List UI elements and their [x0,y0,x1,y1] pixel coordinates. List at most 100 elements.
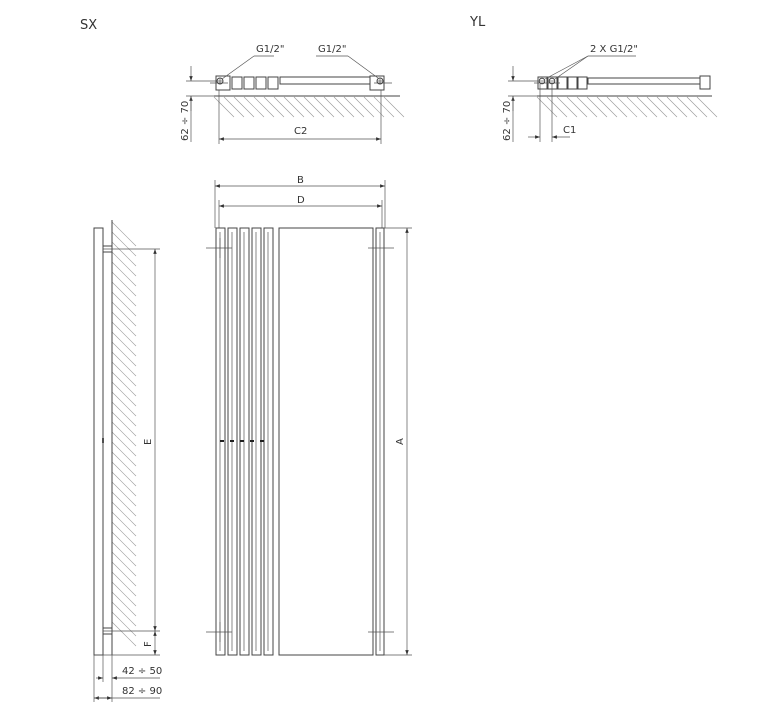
hatch-line [111,351,137,377]
hatch-line [111,591,137,617]
hatch-line [111,561,137,587]
hatch-line [353,96,375,118]
hatch-line [556,96,578,118]
hatch-line [111,461,137,487]
hatch-line [696,96,718,118]
hatch-line [111,291,137,317]
sx-inlet-right-icon [376,77,384,85]
hatch-line [111,501,137,527]
hatch-line [111,241,137,267]
hatch-line [243,96,265,118]
sx-depth-dim: 62 ÷ 70 [180,101,191,141]
hatch-line [546,96,568,118]
hatch-line [111,621,137,647]
sx-width-dim: C2 [294,126,307,137]
sx-wall-hatch [213,96,405,118]
hatch-line [111,401,137,427]
hatch-line [111,271,137,297]
hatch-line [111,551,137,577]
hatch-line [323,96,345,118]
hatch-line [111,571,137,597]
yl-depth-dim: 62 ÷ 70 [502,101,513,141]
hatch-line [111,301,137,327]
hatch-line [566,96,588,118]
hatch-line [111,261,137,287]
hatch-line [263,96,285,118]
sx-conn-left-label: G1/2" [256,44,284,55]
hatch-line [111,421,137,447]
hatch-line [576,96,598,118]
hatch-line [111,411,137,437]
hatch-line [646,96,668,118]
side-wall-hatch [111,221,137,647]
hatch-line [373,96,395,118]
hatch-line [111,511,137,537]
hatch-line [626,96,648,118]
hatch-line [293,96,315,118]
front-dim-d: D [297,195,305,206]
hatch-line [111,381,137,407]
hatch-line [686,96,708,118]
yl-top-view: 2 X G1/2" 62 ÷ 70 C1 [502,44,718,142]
hatch-line [111,601,137,627]
side-dim-wall: 42 ÷ 50 [122,666,162,677]
hatch-line [111,481,137,507]
sx-top-view: G1/2" G1/2" 62 ÷ 70 C2 [180,44,405,144]
hatch-line [656,96,678,118]
side-dim-total: 82 ÷ 90 [122,686,162,697]
hatch-line [223,96,245,118]
hatch-line [606,96,628,118]
hatch-line [213,96,235,118]
hatch-line [111,361,137,387]
hatch-line [111,391,137,417]
yl-inlet-a-icon [538,77,546,85]
sx-view-label: SX [80,18,97,33]
hatch-line [313,96,335,118]
hatch-line [343,96,365,118]
hatch-line [111,371,137,397]
front-view: B D A [206,175,412,656]
hatch-line [111,581,137,607]
side-radiator-body [93,227,104,656]
hatch-line [111,281,137,307]
hatch-line [111,231,137,257]
sx-conn-right-label: G1/2" [318,44,346,55]
hatch-line [111,341,137,367]
hatch-line [111,531,137,557]
hatch-line [111,541,137,567]
side-dim-f: F [143,641,154,647]
yl-wall-hatch [536,96,718,118]
hatch-line [383,96,405,118]
radiator-panel [278,227,374,656]
hatch-line [111,471,137,497]
side-view: E F 42 ÷ 50 82 ÷ 90 [93,220,162,702]
hatch-line [111,321,137,347]
hatch-line [111,521,137,547]
side-dim-e: E [143,439,154,445]
hatch-line [666,96,688,118]
hatch-line [273,96,295,118]
hatch-line [111,221,137,247]
hatch-line [676,96,698,118]
yl-view-label: YL [469,15,486,30]
front-dim-a: A [395,438,406,445]
sx-inlet-left-icon [216,77,224,85]
yl-offset-dim: C1 [563,125,576,136]
hatch-line [333,96,355,118]
yl-conn-label: 2 X G1/2" [590,44,638,55]
hatch-line [111,251,137,277]
hatch-line [111,431,137,457]
front-dim-b: B [297,175,304,186]
hatch-line [111,441,137,467]
hatch-line [111,331,137,357]
hatch-line [616,96,638,118]
hatch-line [596,96,618,118]
hatch-line [586,96,608,118]
hatch-line [253,96,275,118]
yl-inlet-b-icon [548,77,556,85]
hatch-line [111,451,137,477]
hatch-line [111,311,137,337]
hatch-line [233,96,255,118]
hatch-line [303,96,325,118]
